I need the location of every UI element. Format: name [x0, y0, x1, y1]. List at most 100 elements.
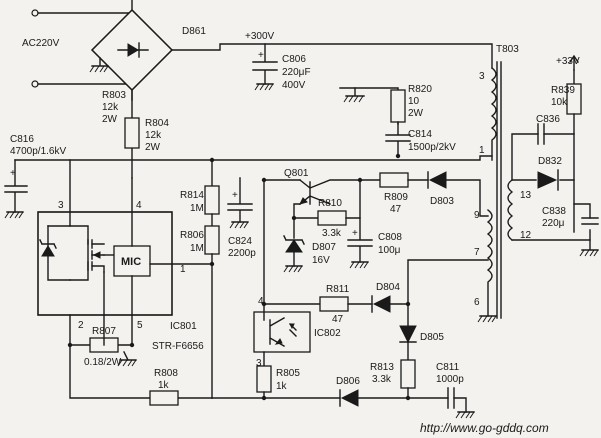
source-r807-r808: R807 0.18/2W R808 1k — [67, 314, 213, 406]
svg-text:3: 3 — [479, 71, 485, 82]
d805-label: D805 — [420, 332, 444, 343]
c814-value: 1500p/2kV — [408, 142, 456, 153]
r809-value: 47 — [390, 204, 402, 215]
transistor-q801: Q801 R810 3.3k D807 16V + C808 100μ — [261, 168, 402, 305]
secondary-33v: +33V R839 10k C836 D832 C838 220μ — [511, 54, 599, 257]
divider-r814-r806: R814 1M R806 1M — [180, 159, 220, 399]
r807-value: 0.18/2W — [84, 357, 122, 368]
d807-value: 16V — [312, 255, 330, 266]
d861-label: D861 — [182, 26, 206, 37]
r804-power: 2W — [145, 142, 161, 153]
svg-text:7: 7 — [474, 247, 480, 258]
r809-ref: R809 — [384, 192, 408, 203]
snubber-r820-c814: R820 10 2W C814 1500p/2kV — [339, 84, 456, 157]
v300-label: +300V — [245, 31, 275, 42]
r804-ref: R804 — [145, 118, 169, 129]
d832-label: D832 — [538, 156, 562, 167]
r803-power: 2W — [102, 114, 118, 125]
svg-text:9: 9 — [474, 210, 480, 221]
svg-text:6: 6 — [474, 297, 480, 308]
r813-value: 3.3k — [372, 374, 392, 385]
c824-value: 2200p — [228, 248, 256, 259]
svg-text:+: + — [352, 228, 358, 239]
r820-value: 10 — [408, 96, 420, 107]
r805-value: 1k — [276, 381, 288, 392]
d803-label: D803 — [430, 196, 454, 207]
d807-ref: D807 — [312, 242, 336, 253]
r808-ref: R808 — [154, 368, 178, 379]
c811-ref: C811 — [436, 362, 460, 373]
t803-label: T803 — [496, 44, 519, 55]
r803-value: 12k — [102, 102, 119, 113]
drain-line — [14, 153, 493, 163]
q801-label: Q801 — [284, 168, 309, 179]
svg-text:13: 13 — [520, 190, 532, 201]
capacitor-c806: + C806 220μF 400V — [252, 43, 311, 91]
c814-ref: C814 — [408, 129, 432, 140]
ic801-ref: IC801 — [170, 321, 197, 332]
rail-300v: +300V — [131, 0, 493, 69]
r805-ref: R805 — [276, 368, 300, 379]
transformer-t803: T803 3 1 9 7 6 13 12 — [474, 44, 532, 323]
svg-text:1: 1 — [180, 264, 186, 275]
svg-text:5: 5 — [137, 320, 143, 331]
c806-ref: C806 — [282, 54, 306, 65]
c808-value: 100μ — [378, 245, 401, 256]
svg-text:+: + — [232, 190, 238, 201]
ac-label: AC220V — [22, 38, 60, 49]
c816-ref: C816 — [10, 134, 34, 145]
c808-ref: C808 — [378, 232, 402, 243]
r813-ref: R813 — [370, 362, 394, 373]
ic801-part: STR-F6656 — [152, 341, 204, 352]
c806-voltage: 400V — [282, 80, 306, 91]
r811-ref: R811 — [326, 284, 350, 295]
c806-value: 220μF — [282, 67, 311, 78]
c824-ref: C824 — [228, 236, 252, 247]
r806-value: 1M — [190, 243, 204, 254]
svg-text:12: 12 — [520, 230, 532, 241]
watermark-url: http://www.go-gddq.com — [420, 421, 549, 435]
capacitor-c816: C816 4700p/1.6kV + — [4, 134, 66, 219]
bridge-rectifier-d861: D861 — [89, 9, 206, 91]
optocoupler-ic802: 4 R811 47 D804 IC802 3 — [253, 259, 489, 369]
r820-power: 2W — [408, 108, 424, 119]
c838-ref: C838 — [542, 206, 566, 217]
r808-value: 1k — [158, 380, 170, 391]
svg-text:4: 4 — [136, 200, 142, 211]
ic801: 3 4 1 2 5 IC801 STR-F6656 MIC — [37, 159, 213, 352]
c838-value: 220μ — [542, 218, 565, 229]
r809-d803: R809 47 D803 — [379, 171, 489, 217]
r820-ref: R820 — [408, 84, 432, 95]
d805-r813-c811-d806: D805 R813 3.3k C811 1000p D806 — [211, 303, 475, 419]
r839-ref: R839 — [551, 85, 575, 96]
svg-text:4: 4 — [258, 296, 264, 307]
svg-text:+: + — [258, 50, 264, 61]
r806-ref: R806 — [180, 230, 204, 241]
mic-label: MIC — [121, 256, 141, 268]
ac-input: AC220V — [22, 9, 133, 88]
r814-ref: R814 — [180, 190, 204, 201]
svg-text:+: + — [10, 168, 16, 179]
r814-value: 1M — [190, 203, 204, 214]
svg-text:1: 1 — [479, 145, 485, 156]
r807-ref: R807 — [92, 326, 116, 337]
v33-label: +33V — [556, 56, 580, 67]
d806-label: D806 — [336, 376, 360, 387]
r804-value: 12k — [145, 130, 162, 141]
c811-value: 1000p — [436, 374, 464, 385]
r839-value: 10k — [551, 97, 568, 108]
d804-label: D804 — [376, 282, 400, 293]
r810-ref: R810 — [318, 198, 342, 209]
c836-label: C836 — [536, 114, 560, 125]
r811-value: 47 — [332, 314, 344, 325]
svg-text:3: 3 — [256, 358, 262, 369]
c816-value: 4700p/1.6kV — [10, 146, 66, 157]
svg-text:3: 3 — [58, 200, 64, 211]
r810-value: 3.3k — [322, 228, 342, 239]
startup-resistors: R803 12k 2W R804 12k 2W — [102, 89, 169, 179]
resistor-r805: R805 1k — [256, 365, 300, 401]
ic802-label: IC802 — [314, 328, 341, 339]
svg-text:2: 2 — [78, 320, 84, 331]
r803-ref: R803 — [102, 90, 126, 101]
